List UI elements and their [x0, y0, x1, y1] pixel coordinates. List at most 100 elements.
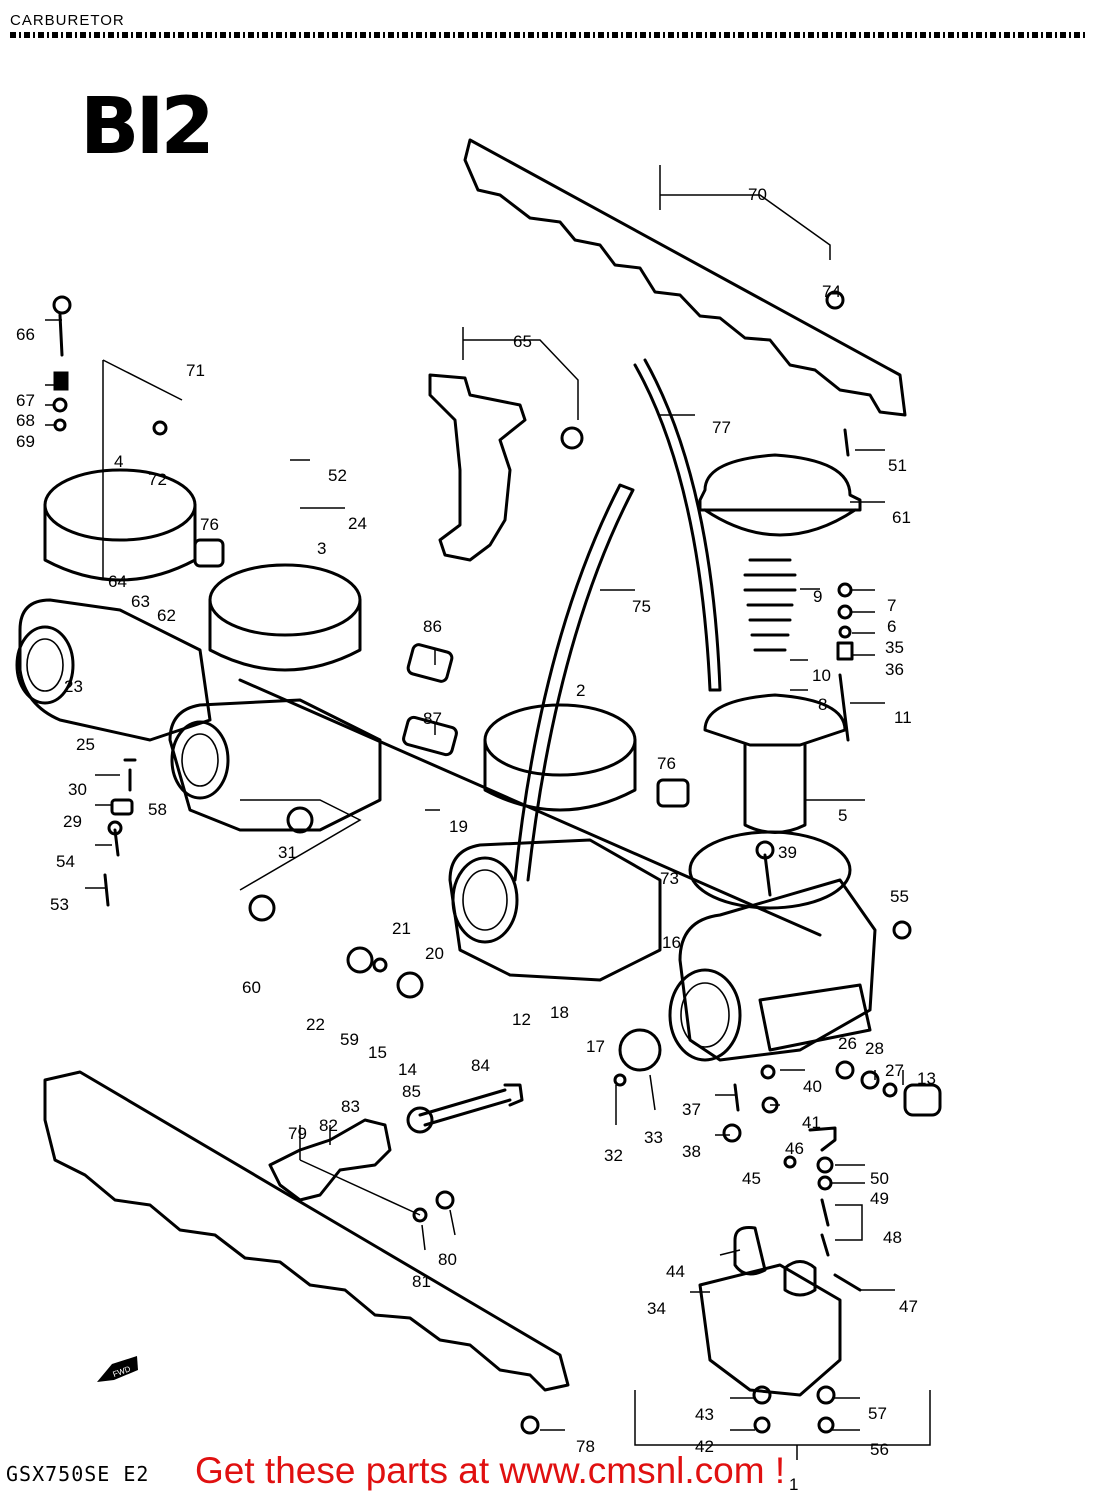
callout-number: 9: [813, 587, 823, 606]
cmsnl-parts-link[interactable]: Get these parts at www.cmsnl.com !: [195, 1450, 786, 1491]
callout-number: 34: [647, 1299, 666, 1318]
model-code: GSX750SE E2: [6, 1462, 150, 1486]
callout-number: 36: [885, 660, 904, 679]
float-bowl-group: [698, 1226, 842, 1397]
callout-number: 78: [576, 1437, 595, 1456]
callout-number: 2: [576, 681, 586, 700]
callout-number: 70: [748, 185, 767, 204]
callout-number: 41: [802, 1113, 821, 1132]
carburetor-body-3: [168, 563, 382, 832]
callout-number: 46: [785, 1139, 804, 1158]
callout-number: 22: [306, 1015, 325, 1034]
callout-number: 57: [868, 1404, 887, 1423]
callout-number: 83: [341, 1097, 360, 1116]
callout-number: 25: [76, 735, 95, 754]
callout-number: 71: [186, 361, 205, 380]
callout-number: 11: [894, 708, 912, 727]
callout-number: 32: [604, 1146, 623, 1165]
callout-number: 81: [412, 1272, 431, 1291]
callout-number: 64: [108, 572, 127, 591]
callout-number: 12: [512, 1010, 531, 1029]
callout-number: 56: [870, 1440, 889, 1459]
callout-number: 49: [870, 1189, 889, 1208]
group-line-65: [462, 327, 579, 420]
callout-number: 51: [888, 456, 907, 475]
callout-number: 38: [682, 1142, 701, 1161]
callout-number: 33: [644, 1128, 663, 1147]
callout-number: 87: [423, 709, 442, 728]
callout-number: 67: [16, 391, 35, 410]
callout-number: 29: [63, 812, 82, 831]
callout-number: 54: [56, 852, 75, 871]
callout-number: 10: [812, 666, 831, 685]
callout-number: 37: [682, 1100, 701, 1119]
callout-number: 21: [392, 919, 411, 938]
bracket-79: [268, 1118, 392, 1202]
callout-number: 43: [695, 1405, 714, 1424]
bottom-plate: [43, 1070, 570, 1392]
group-line-31: [239, 799, 362, 891]
callout-number: 14: [398, 1060, 417, 1079]
callout-number: 72: [148, 470, 167, 489]
callout-number: 5: [838, 806, 848, 825]
callout-number: 26: [838, 1034, 857, 1053]
small-parts: [52, 290, 942, 1435]
bracket-65: [428, 373, 527, 562]
leader-lines: [45, 319, 904, 1431]
carburetor-body-1: [668, 830, 877, 1062]
callout-number: 61: [892, 508, 911, 527]
callout-number: 76: [657, 754, 676, 773]
header-rule: [10, 32, 1085, 38]
callout-number: 31: [278, 843, 297, 862]
callout-number: 58: [148, 800, 167, 819]
callout-number: 45: [742, 1169, 761, 1188]
callout-number: 52: [328, 466, 347, 485]
callout-number: 53: [50, 895, 69, 914]
callout-number: 47: [899, 1297, 918, 1316]
callout-number: 82: [319, 1116, 338, 1135]
callout-number: 50: [870, 1169, 889, 1188]
callout-number: 17: [586, 1037, 605, 1056]
callout-number: 60: [242, 978, 261, 997]
callout-number: 40: [803, 1077, 822, 1096]
top-plate: [463, 138, 907, 417]
callout-number: 84: [471, 1056, 490, 1075]
callout-number: 55: [890, 887, 909, 906]
group-line-71: [102, 359, 183, 580]
diagram-header-title: CARBURETOR: [10, 12, 125, 29]
callout-number: 35: [885, 638, 904, 657]
callout-number: 86: [423, 617, 442, 636]
callout-number: 69: [16, 432, 35, 451]
callout-number: 62: [157, 606, 176, 625]
callout-number: 85: [402, 1082, 421, 1101]
callout-number: 6: [887, 617, 897, 636]
callout-number: 73: [660, 869, 679, 888]
callout-number: 13: [917, 1069, 936, 1088]
callout-number: 75: [632, 597, 651, 616]
diagram-code: BI2: [80, 82, 215, 172]
callout-number: 66: [16, 325, 35, 344]
callout-number: 76: [200, 515, 219, 534]
callout-number: 4: [114, 452, 124, 471]
callout-number: 27: [885, 1061, 904, 1080]
callout-number: 15: [368, 1043, 387, 1062]
callout-number: 16: [662, 933, 681, 952]
callout-number: 23: [64, 677, 83, 696]
callout-number: 44: [666, 1262, 685, 1281]
callout-number: 74: [822, 282, 841, 301]
carburetor-body-2: [448, 703, 662, 982]
callout-number: 24: [348, 514, 367, 533]
callout-number: 65: [513, 332, 532, 351]
callout-number: 1: [789, 1475, 799, 1494]
callout-number: 18: [550, 1003, 569, 1022]
callout-number: 63: [131, 592, 150, 611]
group-line-48: [835, 1204, 863, 1241]
callout-number: 42: [695, 1437, 714, 1456]
callout-number: 30: [68, 780, 87, 799]
callout-number: 28: [865, 1039, 884, 1058]
callout-number: 77: [712, 418, 731, 437]
callout-number: 7: [887, 596, 897, 615]
callout-number: 59: [340, 1030, 359, 1049]
callout-number: 3: [317, 539, 327, 558]
forward-arrow-icon: FWD: [97, 1356, 138, 1382]
